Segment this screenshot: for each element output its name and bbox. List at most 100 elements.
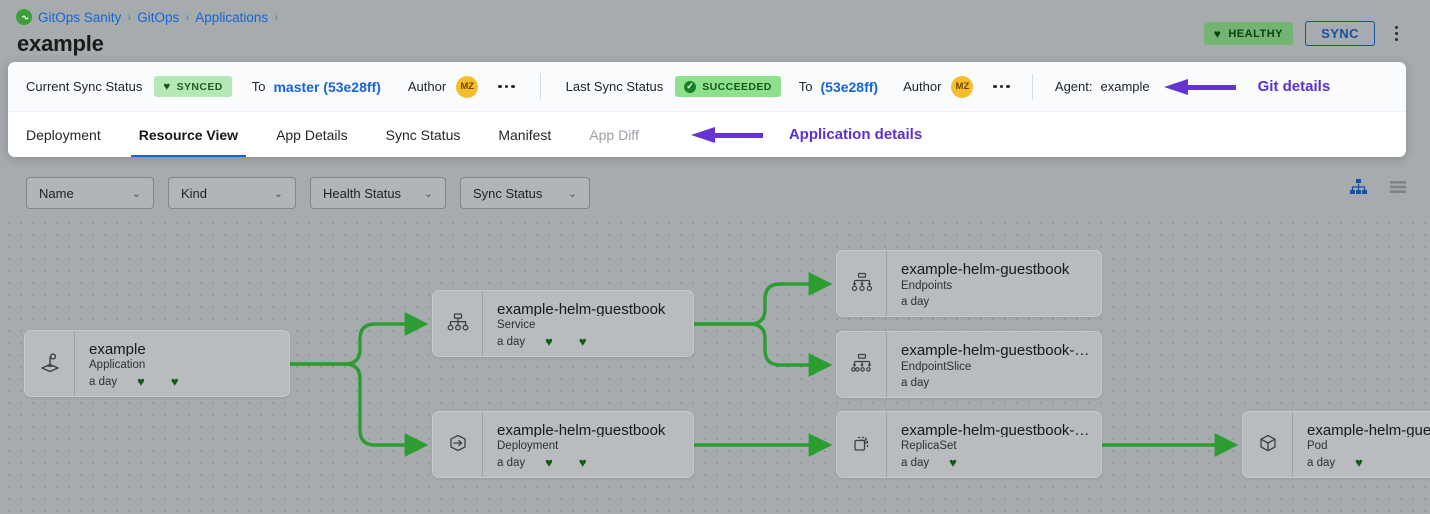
- breadcrumb-item-gitops[interactable]: GitOps: [137, 9, 180, 25]
- graph-node-replicaset[interactable]: example-helm-guestbook-74... ReplicaSet …: [836, 411, 1102, 478]
- filter-sync-status-select[interactable]: Sync Status ⌄: [460, 177, 590, 209]
- pod-icon: [1243, 412, 1293, 477]
- sync-status-bar: Current Sync Status ♥ SYNCED To master (…: [8, 62, 1406, 111]
- avatar[interactable]: MZ: [456, 75, 479, 98]
- breadcrumb-item-applications[interactable]: Applications: [195, 9, 269, 25]
- top-bar: GitOps Sanity › GitOps › Applications › …: [0, 0, 1430, 62]
- current-sync-status-chip: ♥ SYNCED: [154, 76, 232, 97]
- graph-node-age: a day: [497, 335, 526, 348]
- graph-node-kind: ReplicaSet: [901, 440, 957, 453]
- chevron-down-icon: ⌄: [567, 187, 577, 200]
- filter-bar: Name ⌄ Kind ⌄ Health Status ⌄ Sync Statu…: [0, 168, 1430, 218]
- endpoints-icon: [837, 251, 887, 316]
- graph-node-body: example-helm-guestbook Service a day ♥ ♥: [483, 291, 693, 356]
- tab-manifest[interactable]: Manifest: [498, 126, 552, 143]
- graph-node-meta: a day ♥: [901, 456, 1091, 469]
- graph-node-age: a day: [89, 375, 118, 388]
- tree-view-icon[interactable]: [1348, 177, 1368, 197]
- graph-node-kind: EndpointSlice: [901, 361, 972, 374]
- argo-application-icon: [25, 331, 75, 396]
- graph-node-name: example-helm-guest: [1307, 422, 1430, 438]
- current-sync-status-value: SYNCED: [176, 80, 223, 93]
- graph-node-age: a day: [901, 377, 930, 389]
- heart-icon: ♥: [1213, 26, 1222, 41]
- view-toggle-group: [1348, 177, 1408, 197]
- application-details-annotation-label: Application details: [788, 126, 923, 143]
- graph-node-kind: Deployment: [497, 440, 559, 453]
- graph-node-meta: a day: [901, 377, 1091, 389]
- filter-health-status-select[interactable]: Health Status ⌄: [310, 177, 446, 209]
- last-sync-status-label: Last Sync Status: [565, 79, 664, 94]
- graph-node-body: example-helm-guestbook-74... ReplicaSet …: [887, 412, 1101, 477]
- status-badge-health: ♥ HEALTHY: [1203, 22, 1293, 45]
- avatar[interactable]: MZ: [951, 75, 974, 98]
- graph-node-body: example Application a day ♥ ♥: [75, 331, 289, 396]
- graph-node-age: a day: [1307, 456, 1336, 469]
- git-details-annotation-arrow-icon: [1163, 78, 1236, 95]
- health-badge-label: HEALTHY: [1228, 27, 1283, 40]
- graph-node-kind: Service: [497, 319, 536, 332]
- breadcrumb-separator: ›: [127, 10, 132, 24]
- graph-node-service[interactable]: example-helm-guestbook Service a day ♥ ♥: [432, 290, 694, 357]
- graph-node-endpoints[interactable]: example-helm-guestbook Endpoints a day: [836, 250, 1102, 317]
- tab-deployment[interactable]: Deployment: [26, 126, 101, 143]
- git-details-annotation-label: Git details: [1257, 78, 1331, 95]
- graph-node-application[interactable]: example Application a day ♥ ♥: [24, 330, 290, 397]
- filter-kind-select[interactable]: Kind ⌄: [168, 177, 296, 209]
- filter-name-select[interactable]: Name ⌄: [26, 177, 154, 209]
- breadcrumb-item-gitops-sanity[interactable]: GitOps Sanity: [38, 9, 122, 25]
- health-heart-icon: ♥: [545, 334, 553, 349]
- resource-tree-graph[interactable]: example Application a day ♥ ♥: [0, 214, 1430, 514]
- chevron-down-icon: ⌄: [423, 187, 433, 200]
- list-view-icon[interactable]: [1388, 177, 1408, 197]
- graph-node-deployment[interactable]: example-helm-guestbook Deployment a day …: [432, 411, 694, 478]
- application-details-annotation-arrow-icon: [690, 126, 763, 143]
- health-heart-icon: ♥: [1355, 455, 1363, 470]
- graph-node-meta: a day ♥: [1307, 456, 1430, 469]
- endpointslice-icon: [837, 332, 887, 397]
- graph-node-name: example-helm-guestbook: [497, 422, 666, 438]
- graph-node-meta: a day ♥ ♥: [497, 335, 683, 348]
- current-sync-status-label: Current Sync Status: [26, 79, 143, 94]
- tab-resource-view[interactable]: Resource View: [130, 112, 247, 157]
- graph-node-body: example-helm-guestbook Endpoints a day: [887, 251, 1101, 316]
- tab-sync-status[interactable]: Sync Status: [385, 126, 461, 143]
- graph-node-meta: a day ♥ ♥: [89, 375, 279, 388]
- graph-node-endpointslice[interactable]: example-helm-guestbook-ct... EndpointSli…: [836, 331, 1102, 398]
- graph-edges: [290, 272, 1239, 457]
- sync-heart-icon: ♥: [578, 455, 587, 470]
- current-to-label: To: [251, 79, 266, 94]
- filter-kind-label: Kind: [181, 185, 208, 201]
- last-revision-link[interactable]: (53e28ff): [820, 78, 879, 95]
- graph-node-name: example-helm-guestbook: [497, 301, 666, 317]
- graph-node-body: example-helm-guest Pod a day ♥: [1293, 412, 1430, 477]
- graph-node-body: example-helm-guestbook Deployment a day …: [483, 412, 693, 477]
- current-revision-link[interactable]: master (53e28ff): [273, 78, 381, 95]
- graph-node-pod[interactable]: example-helm-guest Pod a day ♥: [1242, 411, 1430, 478]
- chevron-down-icon: ⌄: [273, 187, 283, 200]
- breadcrumb-separator: ›: [185, 10, 190, 24]
- graph-node-meta: a day ♥ ♥: [497, 456, 683, 469]
- filter-sync-status-label: Sync Status: [473, 185, 543, 201]
- more-vertical-icon[interactable]: [1388, 22, 1404, 44]
- graph-node-body: example-helm-guestbook-ct... EndpointSli…: [887, 332, 1101, 397]
- agent-label: Agent:: [1054, 79, 1093, 94]
- graph-node-name: example: [89, 341, 146, 357]
- last-more-icon[interactable]: [993, 84, 1010, 89]
- last-sync-status-chip: ✓ SUCCEEDED: [675, 76, 781, 97]
- gitops-logo-icon: [16, 9, 32, 25]
- graph-node-age: a day: [497, 456, 526, 469]
- divider: [1031, 73, 1033, 100]
- tab-app-details[interactable]: App Details: [276, 126, 348, 143]
- replicaset-icon: [837, 412, 887, 477]
- filter-health-status-label: Health Status: [323, 185, 402, 201]
- breadcrumb: GitOps Sanity › GitOps › Applications ›: [16, 9, 278, 25]
- graph-node-meta: a day: [901, 296, 1091, 308]
- deployment-icon: [433, 412, 483, 477]
- sync-button[interactable]: SYNC: [1305, 21, 1375, 46]
- current-more-icon[interactable]: [498, 84, 515, 89]
- graph-node-name: example-helm-guestbook-74...: [901, 422, 1091, 438]
- application-details-panel: Current Sync Status ♥ SYNCED To master (…: [8, 62, 1406, 157]
- graph-node-kind: Application: [89, 359, 146, 372]
